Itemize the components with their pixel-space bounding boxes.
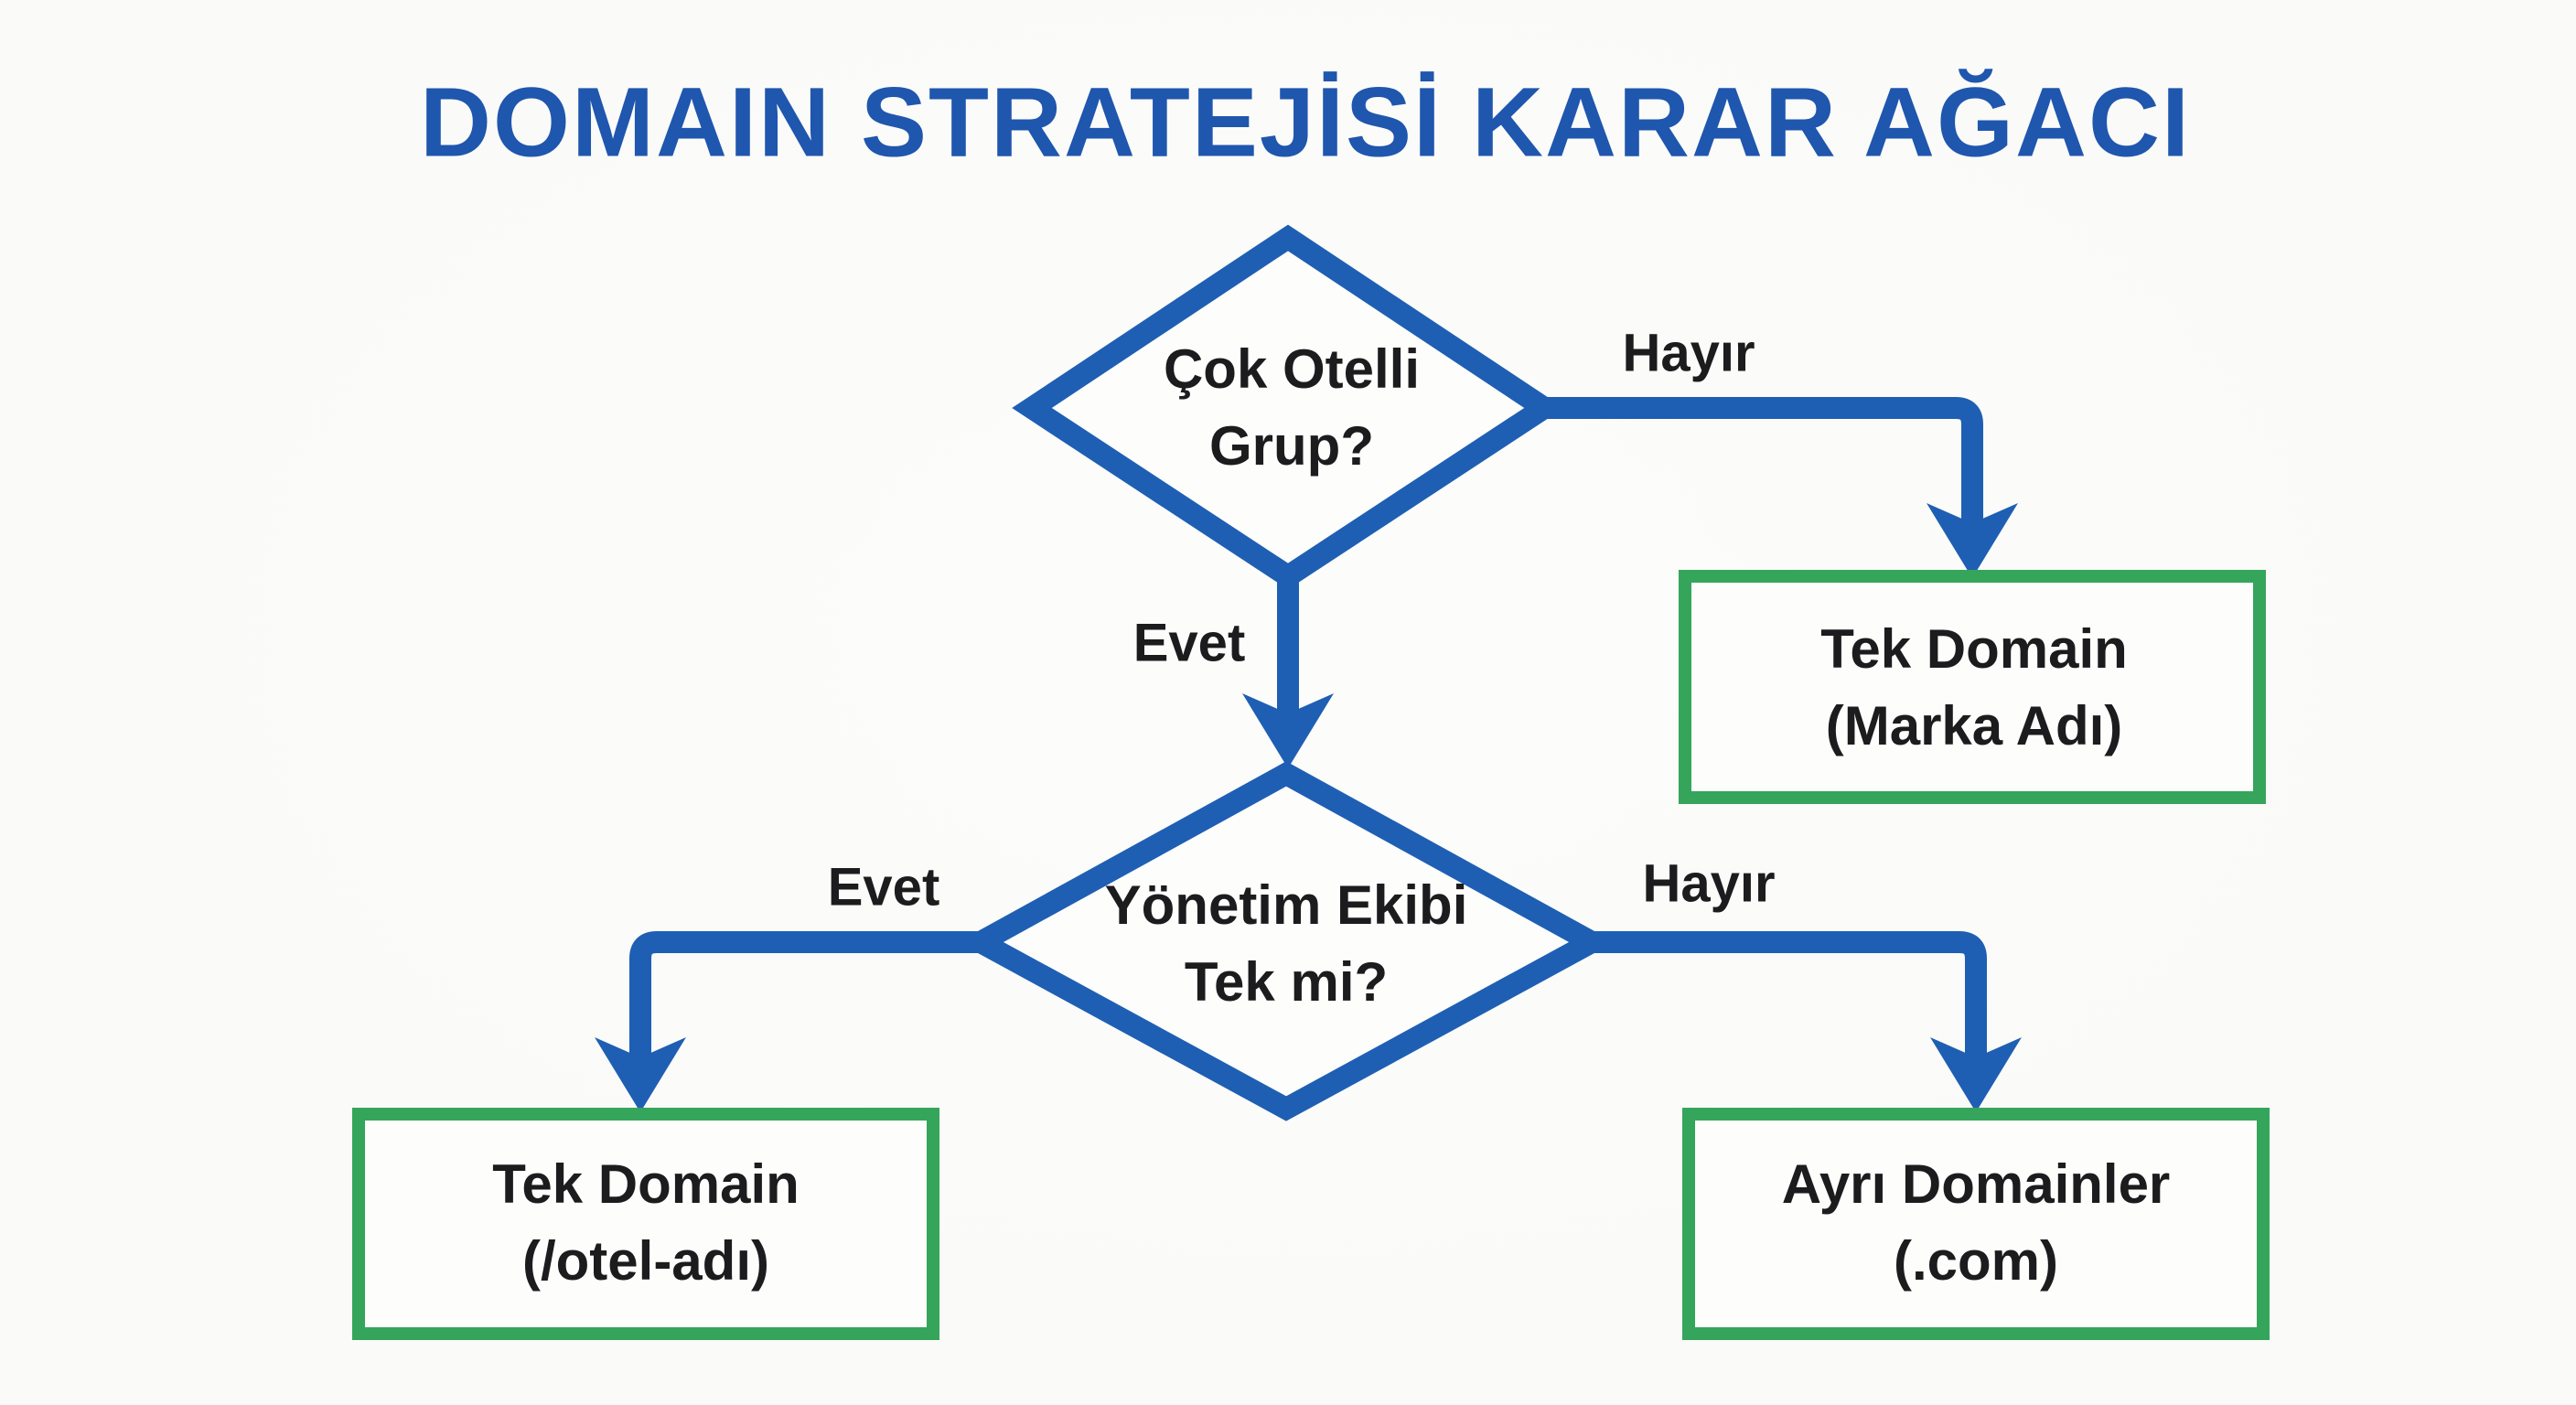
- decision-1-line2: Grup?: [1209, 415, 1374, 477]
- decision-1-diamond-shape: [1012, 224, 1564, 590]
- edge-label-decision2-yes: Evet: [827, 857, 940, 917]
- decision-1-line1: Çok Otelli: [1163, 338, 1421, 400]
- outcome-1-label: Tek Domain (Marka Adı): [1820, 611, 2128, 765]
- edge-label-decision1-yes: Evet: [1132, 613, 1246, 673]
- decision-2-label: Yönetim Ekibi Tek mi?: [1105, 867, 1468, 1021]
- outcome-1-line2: (Marka Adı): [1825, 695, 2123, 756]
- edge-decision2-yes-line: [629, 931, 992, 1070]
- edge-decision1-no-line: [1533, 397, 1983, 532]
- outcome-2-line2: (/otel-adı): [522, 1230, 769, 1292]
- arrow-down-icon: [1930, 1037, 2022, 1112]
- arrow-down-icon: [1927, 503, 2018, 578]
- outcome-3-label: Ayrı Domainler (.com): [1782, 1146, 2171, 1300]
- decision-2-diamond-shape: [958, 761, 1615, 1121]
- outcome-1-line1: Tek Domain: [1820, 618, 2128, 680]
- outcome-1-box-shape: [1679, 570, 2266, 804]
- page-title: DOMAIN STRATEJİSİ KARAR AĞACI: [419, 66, 2192, 177]
- outcome-2-box-shape: [352, 1108, 939, 1340]
- decision-2-line2: Tek mi?: [1184, 951, 1389, 1013]
- edge-label-decision2-no: Hayır: [1642, 853, 1776, 914]
- outcome-2-label: Tek Domain (/otel-adı): [492, 1146, 800, 1300]
- outcome-3-box-shape: [1682, 1108, 2270, 1340]
- edge-label-decision1-no: Hayır: [1622, 323, 1755, 383]
- edge-decision2-no-line: [1581, 931, 1987, 1070]
- arrow-down-icon: [595, 1037, 686, 1112]
- outcome-3-line2: (.com): [1893, 1230, 2058, 1292]
- decision-1-label: Çok Otelli Grup?: [1164, 331, 1420, 485]
- decision-2-line1: Yönetim Ekibi: [1104, 874, 1468, 936]
- arrow-down-icon: [1242, 693, 1334, 768]
- outcome-2-line1: Tek Domain: [492, 1153, 800, 1215]
- outcome-3-line1: Ayrı Domainler: [1781, 1153, 2171, 1215]
